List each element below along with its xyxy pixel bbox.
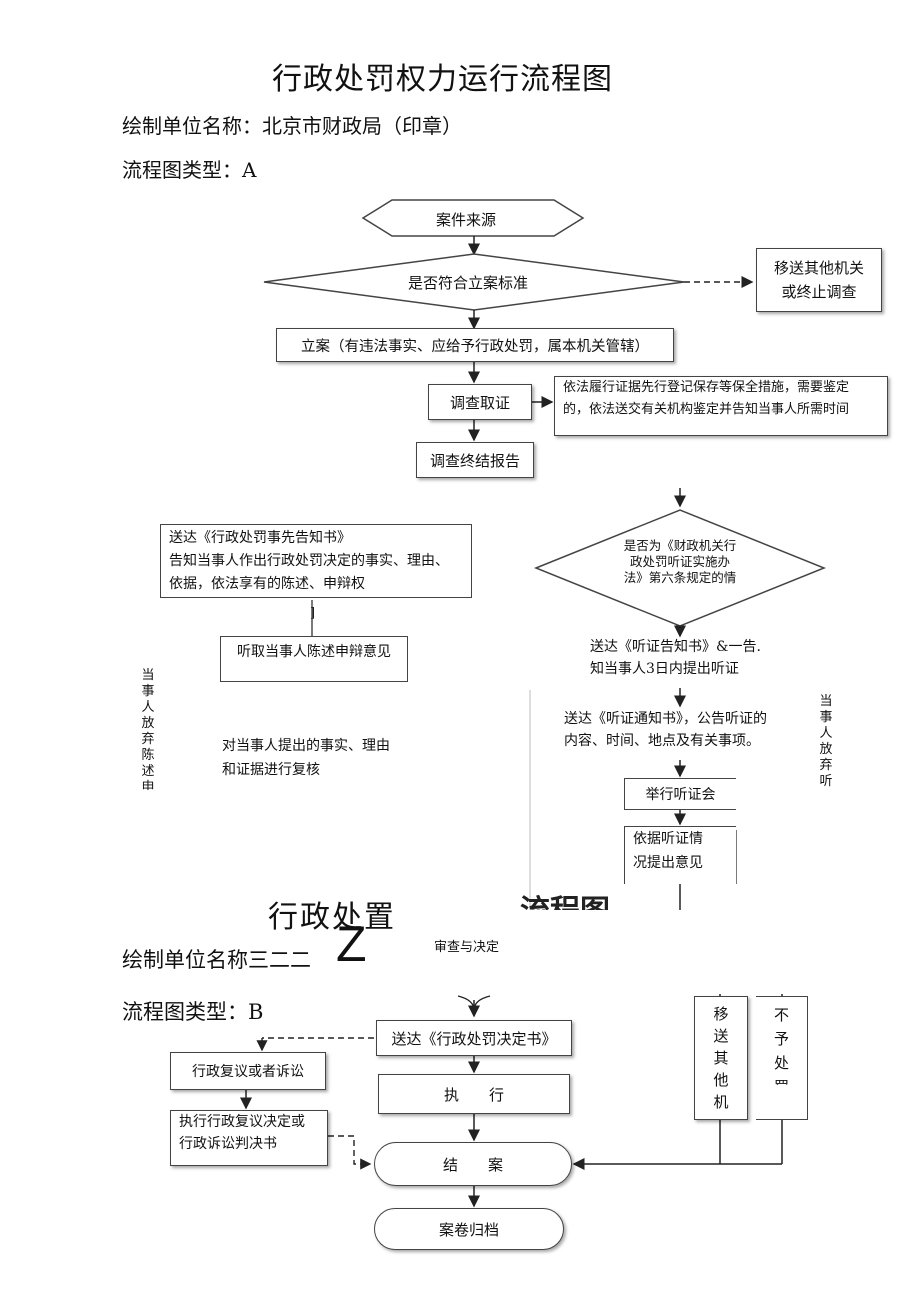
hearing-diamond xyxy=(533,509,827,627)
node-hearing-inform: 送达《听证通知书》，公告听证的 内容、时间、地点及有关事项。 xyxy=(564,708,767,752)
node-hearing-question-line3: 法》第六条规定的情 xyxy=(623,570,737,585)
node-hearing-notice: 送达《听证告知书》&一告. 知当事人3日内提出听证 xyxy=(590,636,761,680)
node-transfer: 移送其他机关 或终止调查 xyxy=(756,248,882,312)
left-vertical-note: 当事人放弃陈述申 xyxy=(141,668,155,790)
node-execute-ruling-line2: 行政诉讼判决书 xyxy=(179,1136,277,1152)
right-vertical-note: 当事人放弃听 xyxy=(819,694,833,789)
node-hearing-notice-line2: 知当事人3日内提出听证 xyxy=(590,661,739,677)
node-archive: 案卷归档 xyxy=(374,1208,564,1250)
source-hexagon xyxy=(361,199,585,237)
node-opinion-line2: 况提出意见 xyxy=(633,855,703,871)
node-opinion-line1: 依据听证情 xyxy=(633,831,703,847)
node-prior-notice-line3: 依据，依法享有的陈述、申辩权 xyxy=(169,576,365,592)
node-transfer-line1: 移送其他机关 xyxy=(773,259,864,277)
node-hearing-inform-line1: 送达《听证通知书》，公告听证的 xyxy=(564,711,767,727)
node-execute: 执 行 xyxy=(378,1074,570,1114)
node-hearing-question-line1: 是否为《财政机关行 xyxy=(623,538,737,553)
node-hearing-question-line2: 政处罚听证实施办 xyxy=(629,554,730,569)
page2-title-overlap: 流程图 xyxy=(520,886,610,910)
node-move-other-text: 移送其他机 xyxy=(713,1005,729,1111)
page2-title: 行政处置 xyxy=(268,900,396,935)
node-close: 结 案 xyxy=(374,1142,572,1186)
node-reconsider: 行政复议或者诉讼 xyxy=(170,1052,326,1090)
node-hearing-question: 是否为《财政机关行 政处罚听证实施办 法》第六条规定的情 xyxy=(614,538,746,586)
node-prior-notice-line2: 告知当事人作出行政处罚决定的事实、理由、 xyxy=(169,553,449,569)
node-execute-ruling: 执行行政复议决定或 行政诉讼判决书 xyxy=(170,1110,328,1166)
node-source: 案件来源 xyxy=(436,211,497,229)
page2-type-label: 流程图类型：B xyxy=(122,1000,264,1024)
node-opinion: 依据听证情 况提出意见 xyxy=(624,826,736,884)
node-investigate: 调查取证 xyxy=(428,384,532,420)
chart-type-label: 流程图类型：A xyxy=(122,158,257,182)
node-execute-ruling-line1: 执行行政复议决定或 xyxy=(179,1114,305,1130)
node-criteria: 是否符合立案标准 xyxy=(408,274,529,292)
node-prior-notice-line1: 送达《行政处罚事先告知书》 xyxy=(169,530,351,546)
page-title: 行政处罚权力运行流程图 xyxy=(272,62,613,97)
node-hearing-inform-line2: 内容、时间、地点及有关事项。 xyxy=(564,733,760,749)
node-prior-notice: 送达《行政处罚事先告知书》 告知当事人作出行政处罚决定的事实、理由、 依据，依法… xyxy=(160,524,472,598)
page2-unit-label: 绘制单位名称三二二 xyxy=(122,948,311,972)
node-move-other: 移送其他机 xyxy=(694,996,748,1120)
node-hear-opinion: 听取当事人陈述申辩意见 xyxy=(220,636,408,682)
page2-big-letter: Z xyxy=(336,916,367,972)
node-evidence: 依法履行证据先行登记保存等保全措施，需要鉴定 的，依法送交有关机构鉴定并告知当事… xyxy=(554,376,888,436)
node-evidence-line2: 的，依法送交有关机构鉴定并告知当事人所需时间 xyxy=(563,402,850,417)
node-review: 对当事人提出的事实、理由 和证据进行复核 xyxy=(222,734,390,782)
node-decision: 送达《行政处罚决定书》 xyxy=(376,1020,572,1056)
node-transfer-line2: 或终止调查 xyxy=(781,283,857,301)
node-evidence-line1: 依法履行证据先行登记保存等保全措施，需要鉴定 xyxy=(563,380,850,395)
node-no-penalty: 不予处罚 xyxy=(756,996,808,1120)
node-register: 立案（有违法事实、应给予行政处罚，属本机关管辖） xyxy=(276,328,674,362)
bracket-mark: ] xyxy=(310,606,316,621)
unit-label: 绘制单位名称：北京市财政局（印章） xyxy=(122,114,462,138)
node-review-line1: 对当事人提出的事实、理由 xyxy=(222,738,390,754)
node-report: 调查终结报告 xyxy=(416,442,534,478)
node-hearing-notice-line1: 送达《听证告知书》&一告. xyxy=(590,639,761,655)
node-hold-hearing: 举行听证会 xyxy=(624,778,736,810)
node-no-penalty-text: 不予处罚 xyxy=(773,1006,789,1085)
review-decide-label: 审查与决定 xyxy=(434,940,500,955)
node-review-line2: 和证据进行复核 xyxy=(222,762,320,778)
